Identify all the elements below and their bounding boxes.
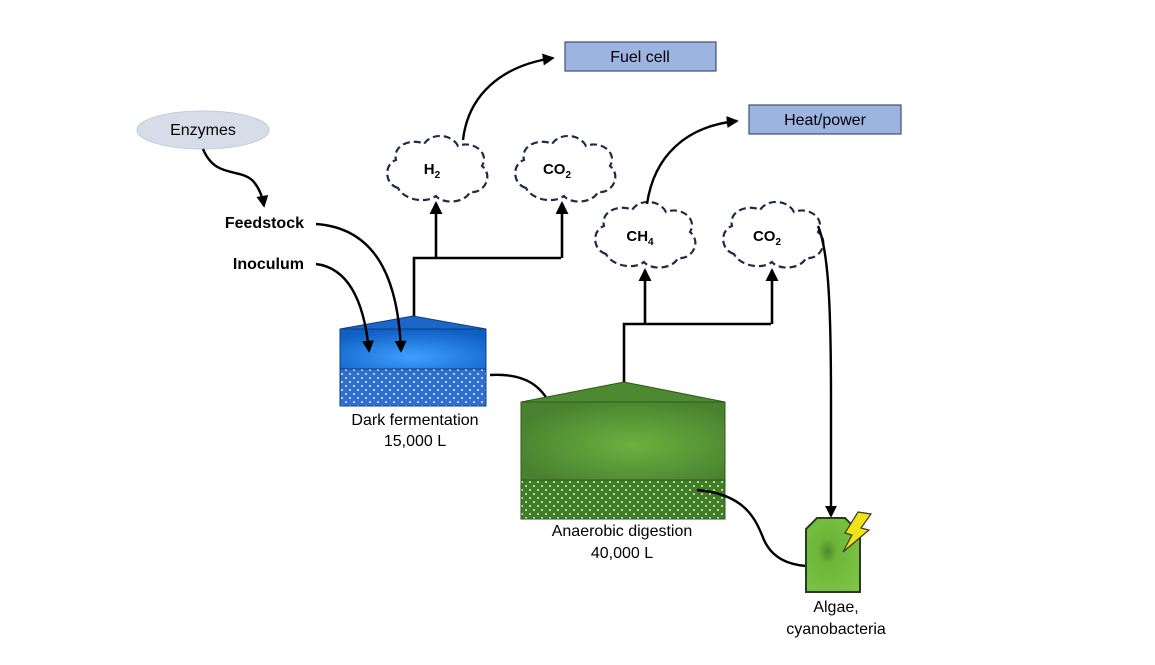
co2-ad-cloud: CO2 — [722, 200, 825, 269]
anaerobic-digestion-tank — [520, 381, 726, 520]
anaerobic-digestion-volume: 40,000 L — [591, 545, 653, 562]
algae-reactor — [805, 517, 861, 593]
enzymes-label: Enzymes — [170, 122, 236, 139]
h2-label: H2 — [424, 161, 441, 181]
feedstock-label: Feedstock — [225, 215, 304, 232]
co2-dark-cloud: CO2 — [514, 134, 617, 203]
fuel-cell-box: Fuel cell — [564, 41, 717, 72]
dark-gas-pipe — [412, 256, 561, 316]
fuel-cell-label: Fuel cell — [610, 49, 670, 66]
ch4-to-heat-power-arrow — [645, 116, 739, 205]
dark-fermentation-volume: 15,000 L — [384, 433, 446, 450]
ch4-label: CH4 — [626, 228, 654, 248]
ad-gas-pipe — [622, 322, 771, 382]
dark-fermentation-tank — [339, 315, 487, 407]
co2-to-algae-arrow — [816, 225, 837, 518]
enzymes-node: Enzymes — [136, 110, 270, 150]
heat-power-box: Heat/power — [748, 104, 902, 135]
enzymes-to-feedstock-arrow — [201, 148, 269, 208]
anaerobic-digestion-name: Anaerobic digestion — [552, 523, 693, 540]
inoculum-arrow — [315, 262, 374, 353]
ch4-cloud: CH4 — [594, 200, 697, 269]
inoculum-label: Inoculum — [233, 256, 304, 273]
algae-name-line1: Algae, — [813, 599, 858, 616]
lightning-icon — [842, 511, 873, 553]
algae-name-line2: cyanobacteria — [786, 621, 886, 638]
heat-power-label: Heat/power — [784, 112, 866, 129]
co2-ad-label: CO2 — [753, 228, 782, 248]
h2-to-fuel-cell-arrow — [461, 53, 555, 141]
h2-cloud: H2 — [386, 134, 489, 203]
dark-fermentation-name: Dark fermentation — [351, 412, 478, 429]
ad-to-algae-arrow — [696, 488, 826, 573]
feedstock-arrow — [315, 222, 407, 353]
co2-dark-label: CO2 — [543, 161, 572, 181]
